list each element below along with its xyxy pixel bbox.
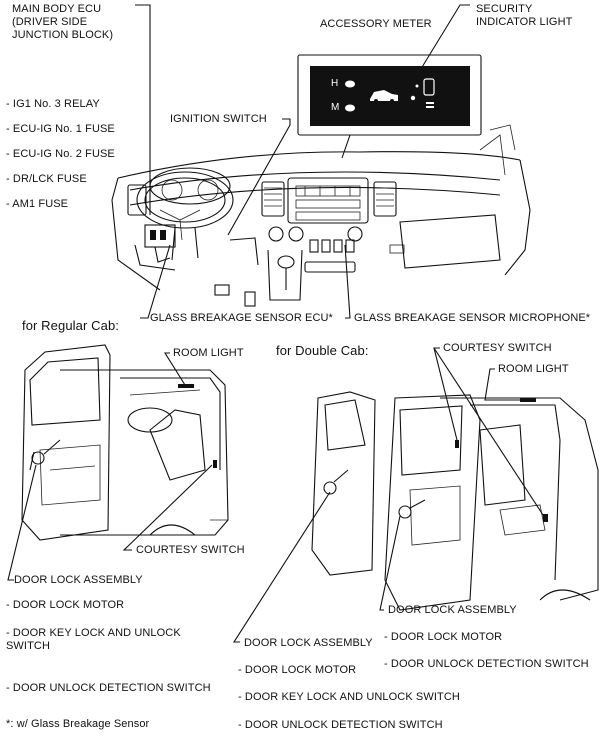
meter-h-label: H [331,78,339,89]
leader-lines-top [135,4,470,319]
main-body-ecu-label: MAIN BODY ECU (DRIVER SIDE JUNCTION BLOC… [12,3,114,41]
courtesy-switch-regular-label: COURTESY SWITCH [136,544,245,556]
room-light-double-label: ROOM LIGHT [498,363,569,375]
double-front-item-door-key-switch: - DOOR KEY LOCK AND UNLOCK SWITCH [238,691,460,703]
double-front-item-door-lock-motor: - DOOR LOCK MOTOR [238,664,357,676]
for-regular-cab-heading: for Regular Cab: [22,318,119,333]
accessory-meter-label: ACCESSORY METER [320,18,432,30]
double-cab-illustration [311,391,599,611]
double-rear-item-door-lock-motor: - DOOR LOCK MOTOR [384,631,503,643]
security-indicator-light-label: SECURITY INDICATOR LIGHT [476,3,573,28]
ecu-ig1-fuse-label: - ECU-IG No. 1 FUSE [6,123,115,135]
door-lock-assembly-regular-label: DOOR LOCK ASSEMBLY [14,574,143,586]
ecu-ig2-fuse-label: - ECU-IG No. 2 FUSE [6,148,115,160]
glass-breakage-sensor-microphone-label: GLASS BREAKAGE SENSOR MICROPHONE* [354,312,591,324]
am1-fuse-label: - AM1 FUSE [6,198,69,210]
leader-lines-regular [7,352,213,581]
ig1-relay-label: - IG1 No. 3 RELAY [6,98,100,110]
double-front-item-door-unlock-detection: - DOOR UNLOCK DETECTION SWITCH [238,719,443,731]
regular-cab-illustration [21,344,229,541]
regular-item-door-key-switch: - DOOR KEY LOCK AND UNLOCK SWITCH [6,627,181,652]
double-rear-item-door-unlock-detection: - DOOR UNLOCK DETECTION SWITCH [384,658,589,670]
dr-lck-fuse-label: - DR/LCK FUSE [6,173,87,185]
regular-item-door-unlock-detection: - DOOR UNLOCK DETECTION SWITCH [6,682,211,694]
regular-item-door-lock-motor: - DOOR LOCK MOTOR [6,599,125,611]
dashboard-illustration [111,124,531,307]
courtesy-switch-double-label: COURTESY SWITCH [443,342,552,354]
glass-breakage-sensor-ecu-label: GLASS BREAKAGE SENSOR ECU* [150,312,333,324]
footnote-label: *: w/ Glass Breakage Sensor [6,718,150,730]
door-lock-assembly-double-rear-label: DOOR LOCK ASSEMBLY [388,604,517,616]
meter-m-label: M [331,102,340,113]
accessory-meter-panel [297,54,482,159]
for-double-cab-heading: for Double Cab: [276,343,369,358]
room-light-regular-label: ROOM LIGHT [173,347,244,359]
ignition-switch-label: IGNITION SWITCH [170,113,267,125]
leader-lines-double [232,347,546,643]
door-lock-assembly-double-front-label: DOOR LOCK ASSEMBLY [244,637,373,649]
